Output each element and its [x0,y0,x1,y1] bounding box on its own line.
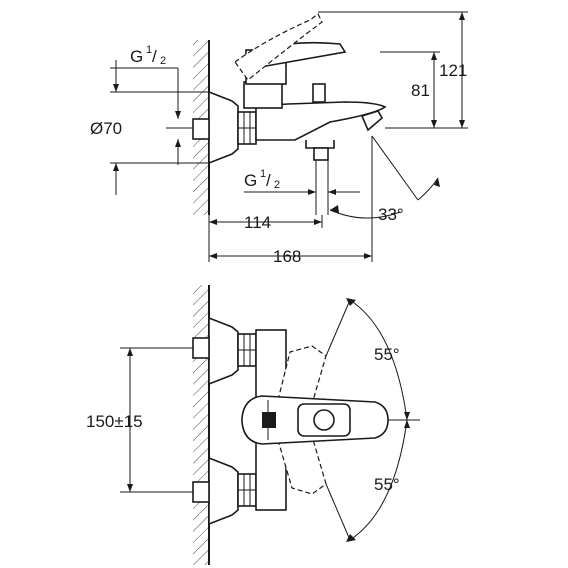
lever-insert-button [313,409,335,431]
svg-text:1: 1 [146,44,152,56]
svg-text:1: 1 [260,168,266,180]
lever-angle-dims: 55° 55° [325,298,420,542]
svg-text:G: G [244,171,257,190]
svg-text:121: 121 [439,61,467,80]
lever-logo [262,412,276,428]
svg-text:2: 2 [274,179,280,191]
svg-text:55°: 55° [374,345,400,364]
depth-total-dim: 168 [209,247,372,266]
centre-distance-dim: 150±15 [86,347,193,493]
connector-nut-top-upper [237,333,257,367]
svg-text:33°: 33° [378,205,404,224]
svg-text:Ø70: Ø70 [90,119,122,138]
height-dims: 121 81 [318,11,468,129]
thread-outlet-label: G 1 / 2 [244,168,360,195]
connector-nut-side [237,111,257,145]
inlet-fitting-side [192,118,210,140]
side-view: G 1 / 2 Ø70 [90,11,468,266]
svg-text:G: G [130,47,143,66]
svg-text:2: 2 [160,55,166,67]
svg-text:168: 168 [273,247,301,266]
wall-top [193,285,210,565]
rosette-side [208,90,239,165]
spout-angle-dim: 33° [329,135,440,262]
thread-top-label: G 1 / 2 [110,44,181,165]
inlet-fitting-top-upper [192,337,210,359]
svg-text:114: 114 [244,213,271,232]
svg-text:/: / [152,47,157,66]
rosette-top-upper [208,316,239,386]
connector-nut-top-lower [237,473,257,507]
spout-tip [360,110,384,132]
lever-top-ghost-down [277,435,327,495]
svg-text:55°: 55° [374,475,400,494]
inlet-fitting-top-lower [192,481,210,503]
svg-text:/: / [266,171,271,190]
rosette-diameter-dim: Ø70 [90,60,209,195]
depth-outlet-dim: 114 [208,213,323,262]
bath-outlet-side [305,140,335,215]
rosette-top-lower [208,456,239,526]
cartridge-housing [243,81,283,109]
diverter-knob [312,83,326,103]
top-view: 150±15 55° 55° [86,285,420,565]
svg-text:81: 81 [411,81,430,100]
lever-side-ghost [234,13,323,81]
svg-text:150±15: 150±15 [86,412,143,431]
mixer-body-side [255,101,387,141]
